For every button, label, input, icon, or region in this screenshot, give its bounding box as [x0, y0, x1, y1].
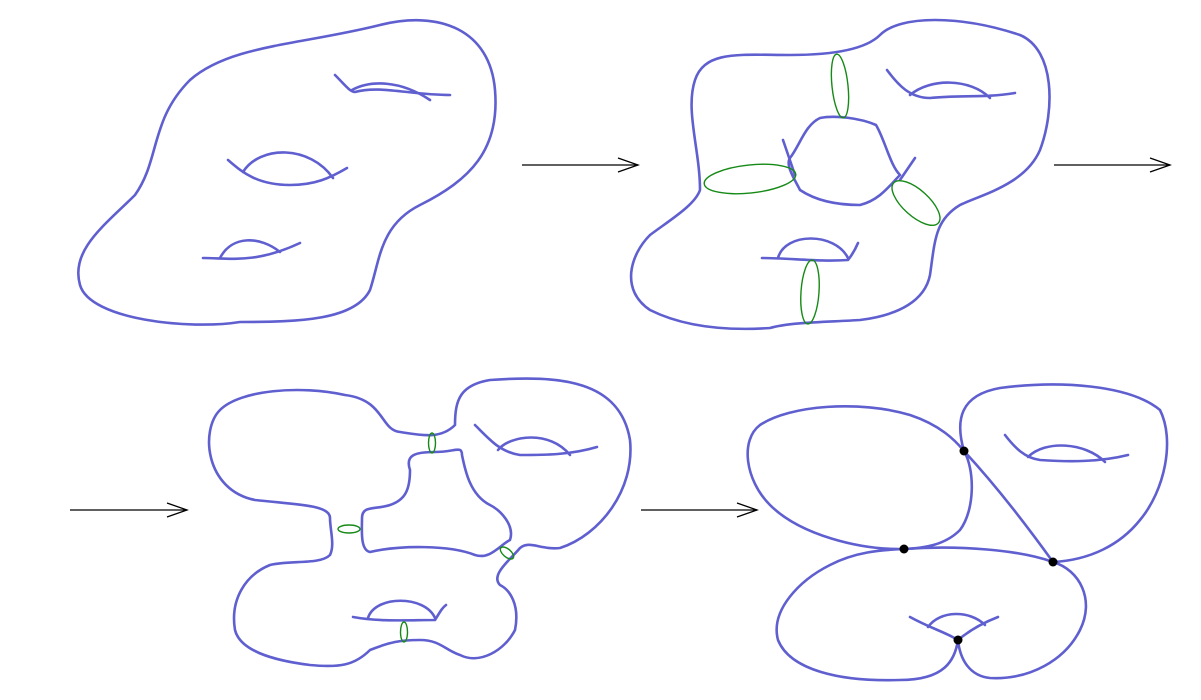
cut-curve — [499, 546, 515, 560]
panel-pinched-surface — [207, 377, 632, 668]
node-point — [1048, 557, 1058, 567]
component-right — [958, 383, 1169, 564]
handle-upper-arc — [241, 151, 335, 180]
panel-nodal-surface — [746, 383, 1169, 682]
hole-flap — [898, 156, 917, 182]
handle-upper-arc — [218, 239, 282, 260]
node-point — [953, 635, 963, 645]
panel-genus-3-surface — [77, 18, 497, 326]
handle-upper-arc — [1026, 444, 1107, 464]
node-point — [959, 446, 969, 456]
handle-lower-curve — [201, 241, 302, 261]
component-left — [746, 404, 974, 551]
handle-lower-curve — [908, 615, 1000, 642]
handle-upper-arc — [366, 599, 437, 620]
cut-curve — [891, 180, 941, 226]
cut-curve — [800, 259, 820, 325]
cut-curve — [399, 621, 409, 643]
cut-curve — [830, 53, 850, 119]
arrow-right — [641, 502, 759, 518]
inner-hole — [360, 448, 513, 558]
handle-lower-curve — [473, 423, 599, 457]
inner-hole — [787, 115, 902, 207]
cut-curve — [337, 524, 361, 534]
cut-curve — [703, 163, 797, 195]
handle-upper-arc — [350, 82, 432, 102]
arrow-right — [1054, 157, 1172, 173]
node-point — [899, 544, 909, 554]
handle-lower-curve — [885, 68, 1017, 100]
arrow-right — [522, 157, 640, 173]
panel-surface-with-cut-curves — [629, 18, 1051, 331]
surface-outline — [77, 18, 497, 326]
handle-upper-arc — [496, 436, 572, 457]
surface-outline — [629, 18, 1051, 331]
handle-lower-curve — [1003, 433, 1130, 463]
handle-lower-curve — [351, 603, 448, 622]
handle-upper-arc — [776, 237, 850, 260]
surface-outline — [207, 377, 632, 668]
handle-upper-arc — [926, 612, 987, 629]
handle-upper-arc — [908, 81, 992, 100]
component-bottom — [775, 546, 1088, 682]
cut-curve — [427, 432, 437, 454]
handle-lower-curve — [760, 241, 860, 262]
arrow-right — [70, 502, 189, 518]
